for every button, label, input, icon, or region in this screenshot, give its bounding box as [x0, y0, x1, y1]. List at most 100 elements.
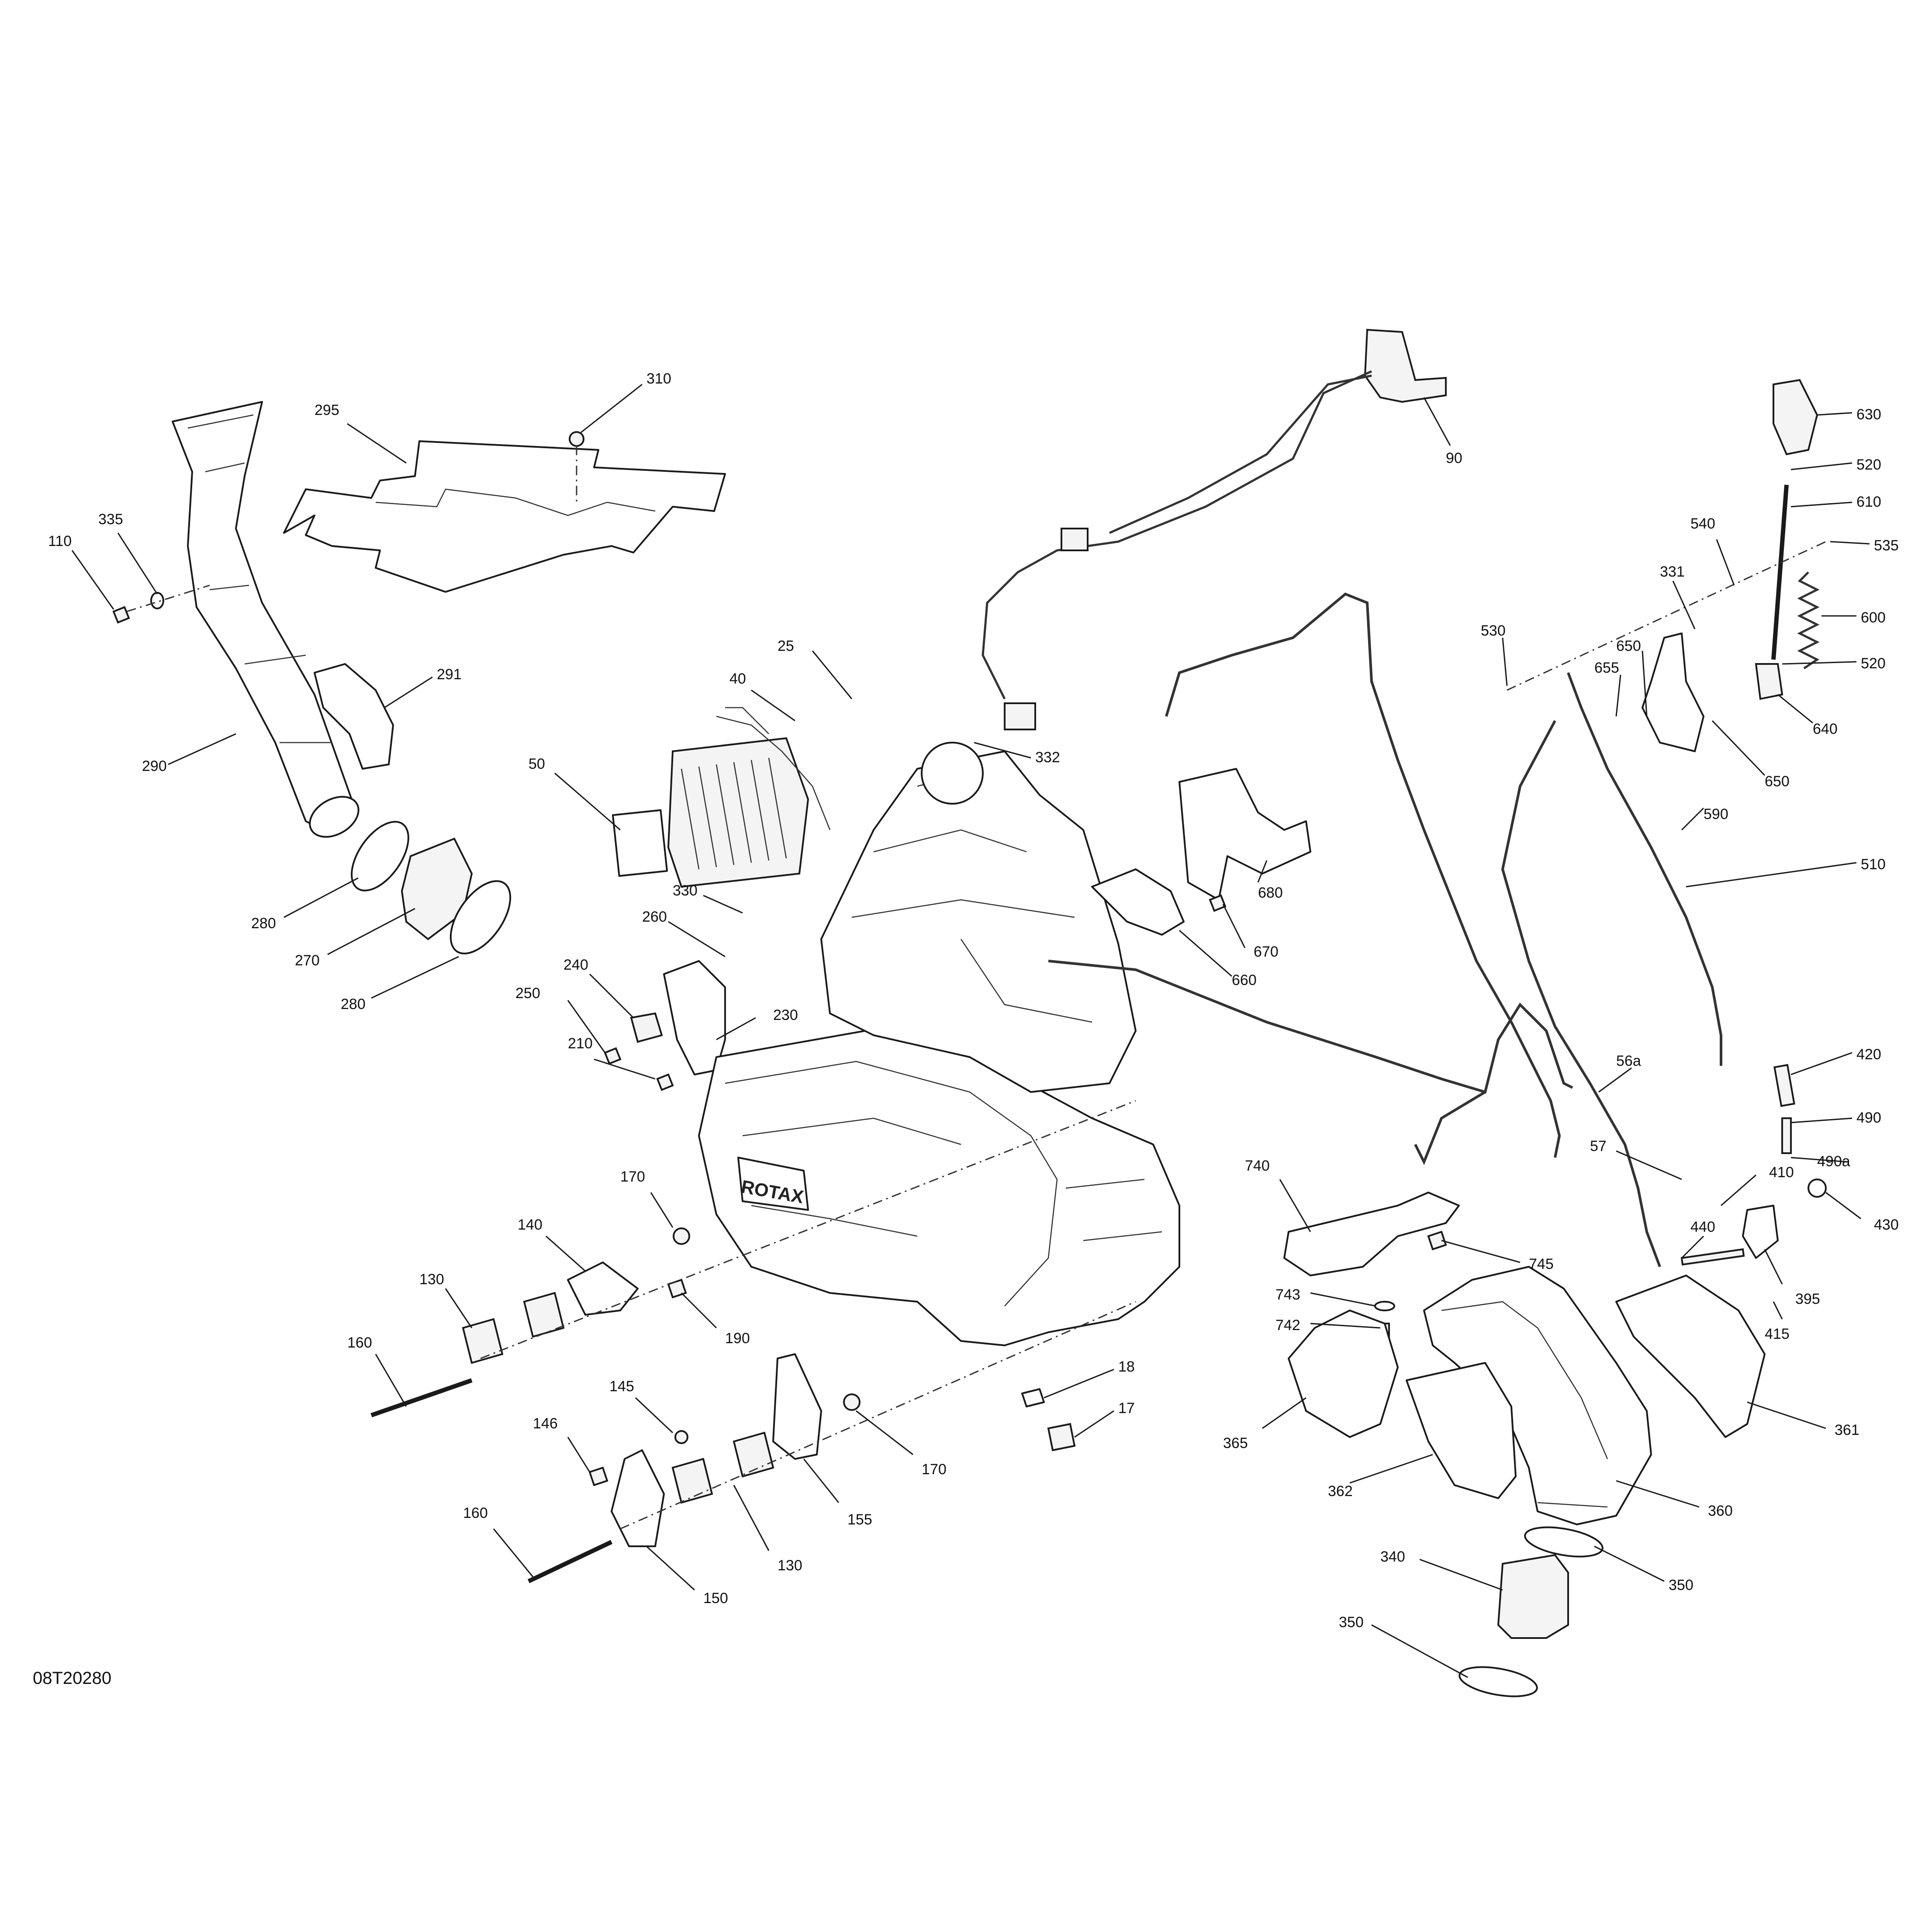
breather-hose — [1048, 960, 1573, 1165]
callout-530: 530 — [1481, 622, 1506, 639]
callout-25: 25 — [778, 638, 794, 654]
callout-655: 655 — [1594, 660, 1619, 676]
callout-535: 535 — [1874, 537, 1899, 554]
bolt-110 — [112, 606, 130, 624]
connector-90-a — [1061, 528, 1089, 551]
callout-57: 57 — [1590, 1138, 1607, 1154]
mount-plate-140 — [567, 1262, 639, 1316]
nut-145 — [674, 1430, 688, 1444]
callout-440: 440 — [1690, 1219, 1715, 1235]
callout-490a: 490a — [1817, 1153, 1850, 1170]
callout-640: 640 — [1813, 721, 1838, 737]
callout-350-lower: 350 — [1339, 1614, 1364, 1631]
heat-shield-362 — [1406, 1362, 1517, 1499]
callout-350-upper: 350 — [1669, 1577, 1694, 1593]
callout-291: 291 — [437, 666, 462, 683]
callout-240: 240 — [563, 957, 588, 973]
duct-extension-291 — [314, 663, 394, 770]
bolt-160-upper — [370, 1378, 473, 1417]
callout-415: 415 — [1765, 1326, 1790, 1342]
callout-labels: 310 295 335 110 291 290 280 270 280 25 4… — [48, 370, 1899, 1631]
callout-332: 332 — [1035, 749, 1060, 766]
nut-170-upper — [673, 1227, 690, 1245]
callout-360: 360 — [1708, 1503, 1733, 1519]
rotax-badge — [737, 1157, 809, 1211]
mount-bracket-155 — [772, 1353, 822, 1460]
bracket-680 — [1179, 768, 1311, 901]
callout-145: 145 — [609, 1378, 634, 1395]
leader-lines — [71, 384, 1870, 1678]
callout-90: 90 — [1446, 450, 1462, 467]
shift-lever-610 — [1771, 484, 1789, 660]
callout-743: 743 — [1275, 1286, 1300, 1303]
callout-260: 260 — [642, 909, 667, 925]
cover-plate-50 — [612, 809, 668, 877]
callout-170-lower: 170 — [922, 1461, 947, 1478]
callout-50: 50 — [529, 756, 545, 772]
callout-295: 295 — [315, 402, 339, 418]
filter-340 — [1497, 1554, 1569, 1639]
shift-lever-590 — [1642, 632, 1704, 752]
callout-335: 335 — [98, 511, 123, 528]
vent-hose — [1165, 592, 1561, 1158]
callout-160-lower: 160 — [463, 1505, 488, 1521]
callout-680: 680 — [1258, 885, 1283, 901]
callout-130-lower: 130 — [778, 1557, 802, 1574]
callout-520-lower: 520 — [1861, 655, 1886, 672]
callout-520-upper: 520 — [1856, 456, 1881, 473]
callout-540: 540 — [1690, 515, 1715, 532]
push-rivet-310 — [569, 431, 584, 447]
cover-660 — [1091, 868, 1185, 936]
air-intake-duct-290 — [172, 401, 353, 835]
harness-90 — [982, 370, 1372, 700]
callout-430: 430 — [1874, 1217, 1899, 1233]
sleeve-420 — [1773, 1064, 1795, 1107]
callout-56a: 56a — [1616, 1053, 1641, 1069]
bushing-240 — [630, 1012, 663, 1043]
engine-crankcase — [698, 1030, 1180, 1346]
mount-bracket-150 — [611, 1449, 665, 1547]
rubber-mount-130-upper — [523, 1292, 565, 1338]
callout-670: 670 — [1254, 944, 1279, 960]
callout-362: 362 — [1328, 1483, 1353, 1500]
callout-331: 331 — [1660, 563, 1685, 580]
rubber-mount-130-lower — [733, 1431, 774, 1478]
callout-742: 742 — [1275, 1317, 1300, 1334]
linkage-640 — [1755, 663, 1783, 700]
clip-18 — [1021, 1388, 1045, 1407]
rod-end-490 — [1808, 1179, 1827, 1198]
callout-290: 290 — [142, 758, 167, 774]
bolt-160-lower — [527, 1540, 613, 1583]
plug-17 — [1047, 1423, 1076, 1452]
callout-610: 610 — [1856, 494, 1881, 510]
callout-280-lower: 280 — [341, 996, 366, 1013]
callout-410: 410 — [1769, 1164, 1794, 1181]
bracket-395 — [1742, 1205, 1779, 1259]
cable-56a — [1501, 720, 1661, 1268]
bolt-210 — [656, 1073, 674, 1091]
callout-230: 230 — [773, 1007, 798, 1023]
callout-340: 340 — [1380, 1548, 1405, 1565]
callout-210: 210 — [568, 1035, 593, 1052]
callout-270: 270 — [295, 952, 320, 969]
callout-310: 310 — [646, 370, 671, 387]
rubber-mount-130-lower-b — [671, 1458, 713, 1504]
callout-660: 660 — [1232, 972, 1257, 988]
callout-510: 510 — [1861, 856, 1886, 873]
clamp-350-lower — [1459, 1666, 1538, 1697]
clamp-350-upper — [1524, 1526, 1604, 1558]
clamp-280-lower — [449, 880, 512, 954]
drawing-code: 08T20280 — [33, 1669, 111, 1688]
duct-outlet-290 — [309, 796, 359, 838]
callout-395: 395 — [1795, 1291, 1820, 1307]
support-740 — [1283, 1192, 1460, 1276]
callout-280-upper: 280 — [251, 915, 276, 932]
throttle-control-90 — [1364, 328, 1447, 403]
shift-cable-510 — [1567, 672, 1722, 1066]
callout-17: 17 — [1118, 1400, 1135, 1417]
bolt-440 — [1680, 1248, 1745, 1266]
heat-shield-361 — [1615, 1275, 1766, 1438]
callout-155: 155 — [847, 1511, 872, 1528]
callout-160-upper: 160 — [347, 1334, 372, 1351]
